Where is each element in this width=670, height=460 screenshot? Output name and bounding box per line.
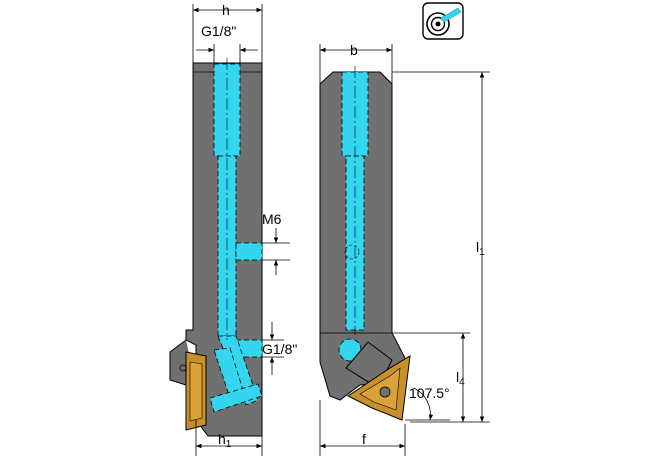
coolant-icon [422,2,464,40]
dim-l4: l4 [392,332,470,422]
dim-h: h [192,2,263,63]
dim-g-top-label: G1/8" [201,23,236,39]
side-view [319,66,411,421]
front-view [169,58,263,437]
dim-g-side: G1/8" [262,322,297,375]
front-coolant-channel [209,63,263,413]
dim-b-label: b [350,42,358,58]
dim-g-side-label: G1/8" [262,341,297,357]
dim-l1: l1 [392,71,490,423]
dim-angle: 107.5° [405,385,450,421]
dim-l1-label: l1 [476,239,485,258]
dim-b: b [319,42,393,84]
dim-l4-label: l4 [456,369,465,388]
dim-f: f [319,400,406,456]
dim-m6-label: M6 [262,211,282,227]
dim-f-label: f [362,431,366,447]
dim-h1: h1 [195,420,263,456]
dim-h-label: h [222,2,230,18]
dim-g-top: G1/8" [196,23,258,63]
dim-h1-label: h1 [218,431,232,450]
dim-angle-label: 107.5° [409,385,450,401]
dim-m6: M6 [262,211,290,275]
